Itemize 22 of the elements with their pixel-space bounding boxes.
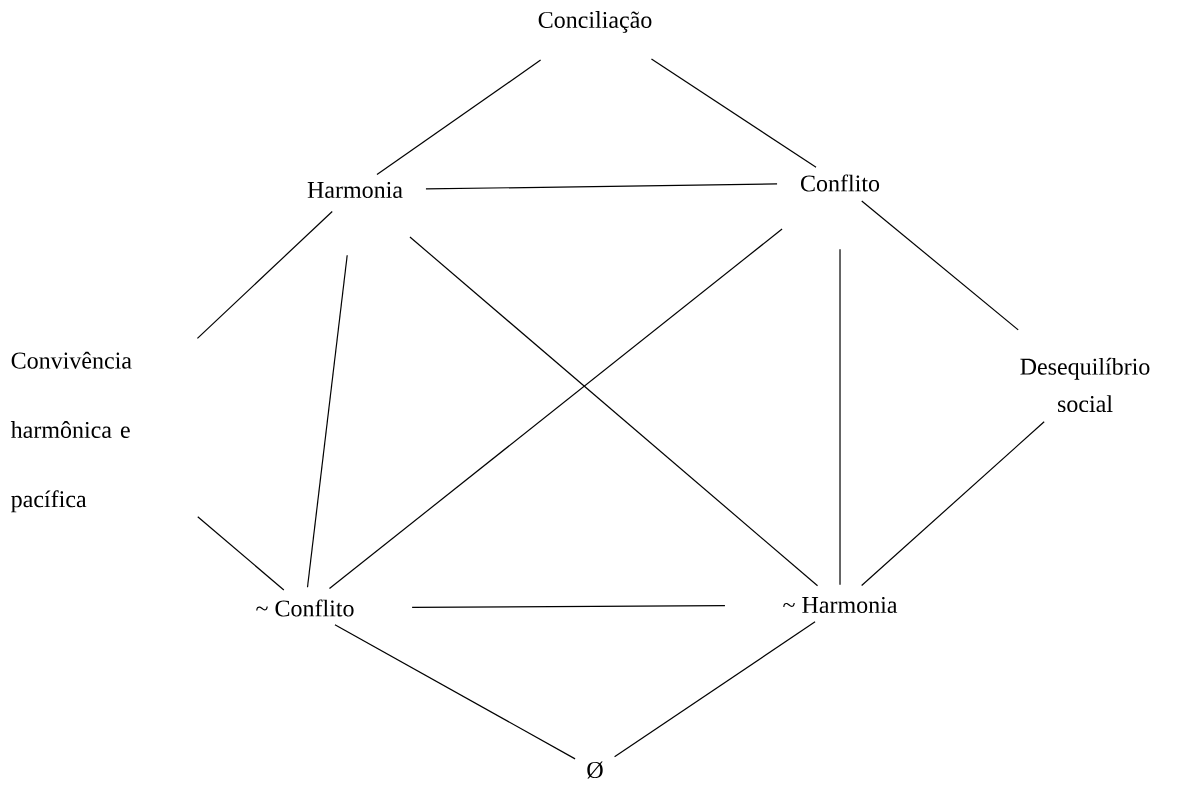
connector-line: [425, 183, 778, 190]
connector-line: [376, 59, 542, 176]
connector-line: [411, 605, 726, 608]
connector-line: [861, 421, 1045, 587]
term-label: Conciliação: [538, 11, 652, 33]
connector-line: [196, 210, 333, 339]
connector-line: [334, 624, 576, 760]
connector-line: [197, 516, 285, 591]
term-label: Conflito: [801, 174, 880, 192]
term-label: ~ Harmonia: [783, 596, 898, 614]
connector-line: [409, 236, 819, 587]
connector-line: [614, 621, 816, 758]
connector-line: [650, 58, 817, 168]
connector-line: [839, 248, 841, 586]
connector-line: [861, 200, 1019, 331]
term-label: Ø: [587, 761, 603, 779]
term-label: ~ Conflito: [256, 599, 354, 617]
connector-line: [306, 254, 348, 588]
term-label: Harmonia: [307, 181, 403, 199]
connector-line: [328, 228, 783, 590]
term-label: Convivência harmônica e pacífica: [10, 351, 132, 513]
term-label: Desequilíbrio social: [1020, 357, 1150, 413]
